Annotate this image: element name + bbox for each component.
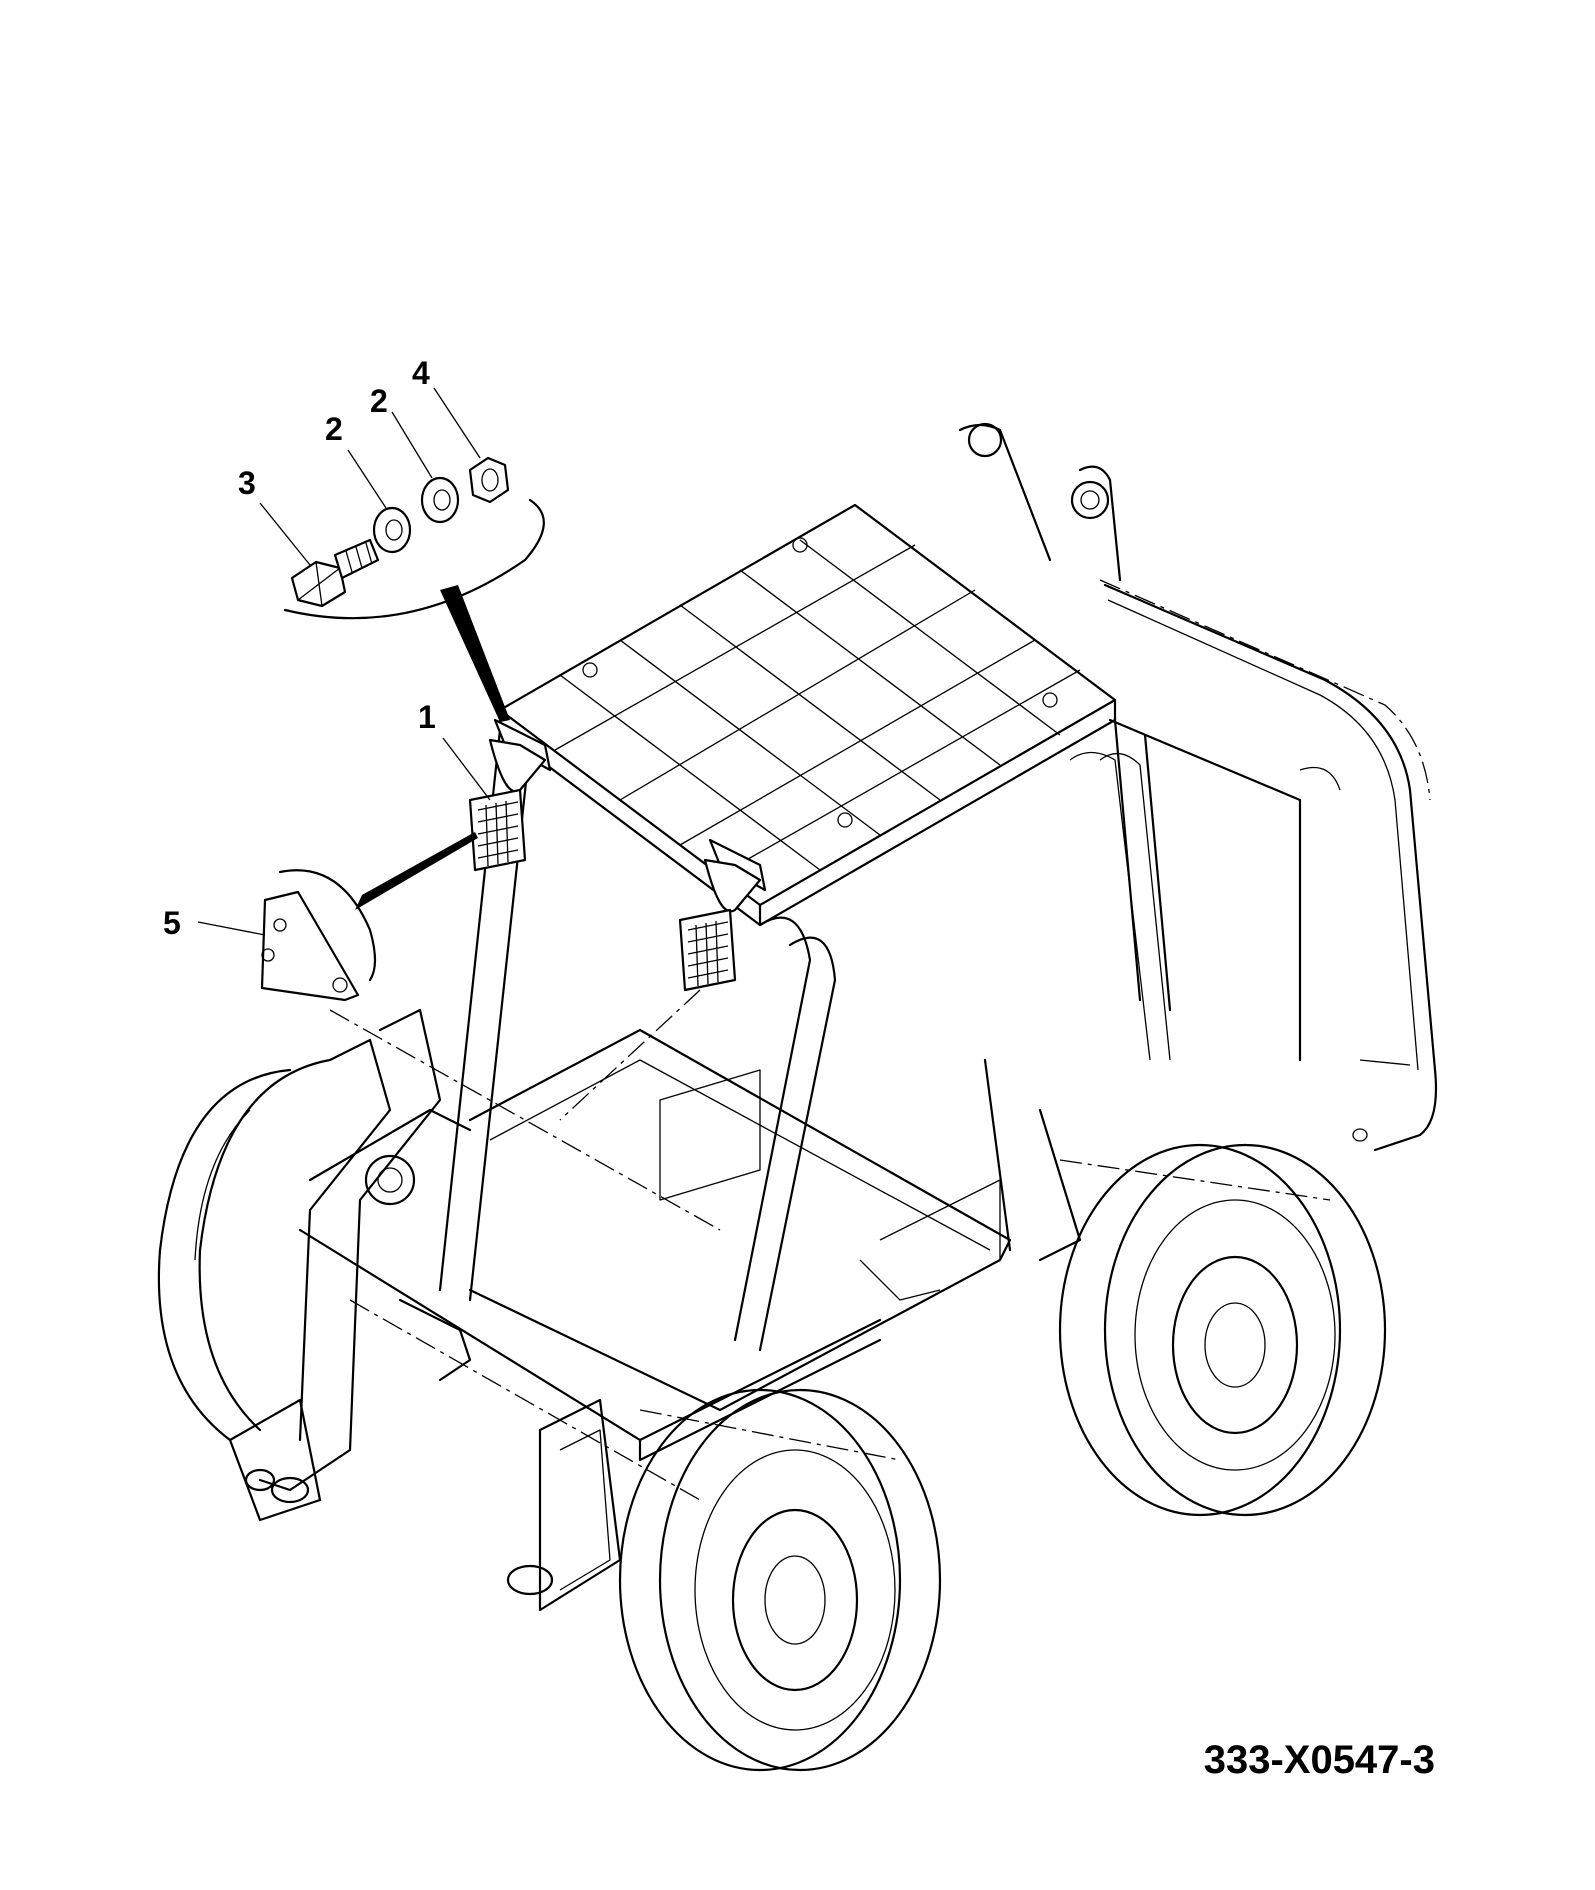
callout-2-right: 2	[370, 383, 388, 419]
hex-bolt	[290, 538, 380, 608]
callout-4: 4	[412, 355, 430, 391]
callout-5: 5	[163, 905, 181, 941]
washer-1	[372, 506, 412, 554]
wheel-rear-right	[1058, 1143, 1387, 1517]
callout-labels: 1 2 2 3 4 5	[163, 355, 436, 941]
bracket-detail	[260, 832, 478, 1002]
lift-arm	[228, 1008, 622, 1612]
washer-2	[420, 476, 460, 524]
callout-1: 1	[418, 699, 436, 735]
wheel-front-left	[157, 1058, 332, 1442]
fastener-detail	[283, 456, 545, 722]
callout-2-left: 2	[325, 411, 343, 447]
rops-frame	[438, 718, 1172, 1352]
hex-nut	[468, 456, 510, 504]
drawing-number: 333-X0547-3	[1203, 1738, 1435, 1782]
cab-roof	[498, 422, 1122, 927]
work-light-right	[559, 838, 767, 1121]
engine-cover	[1099, 579, 1438, 1152]
callout-3: 3	[238, 465, 256, 501]
mounting-bracket	[260, 890, 360, 1002]
wheel-front-right	[618, 1388, 942, 1772]
work-light-left	[468, 718, 552, 872]
leader-lines	[197, 387, 491, 936]
chassis	[298, 1009, 1082, 1501]
